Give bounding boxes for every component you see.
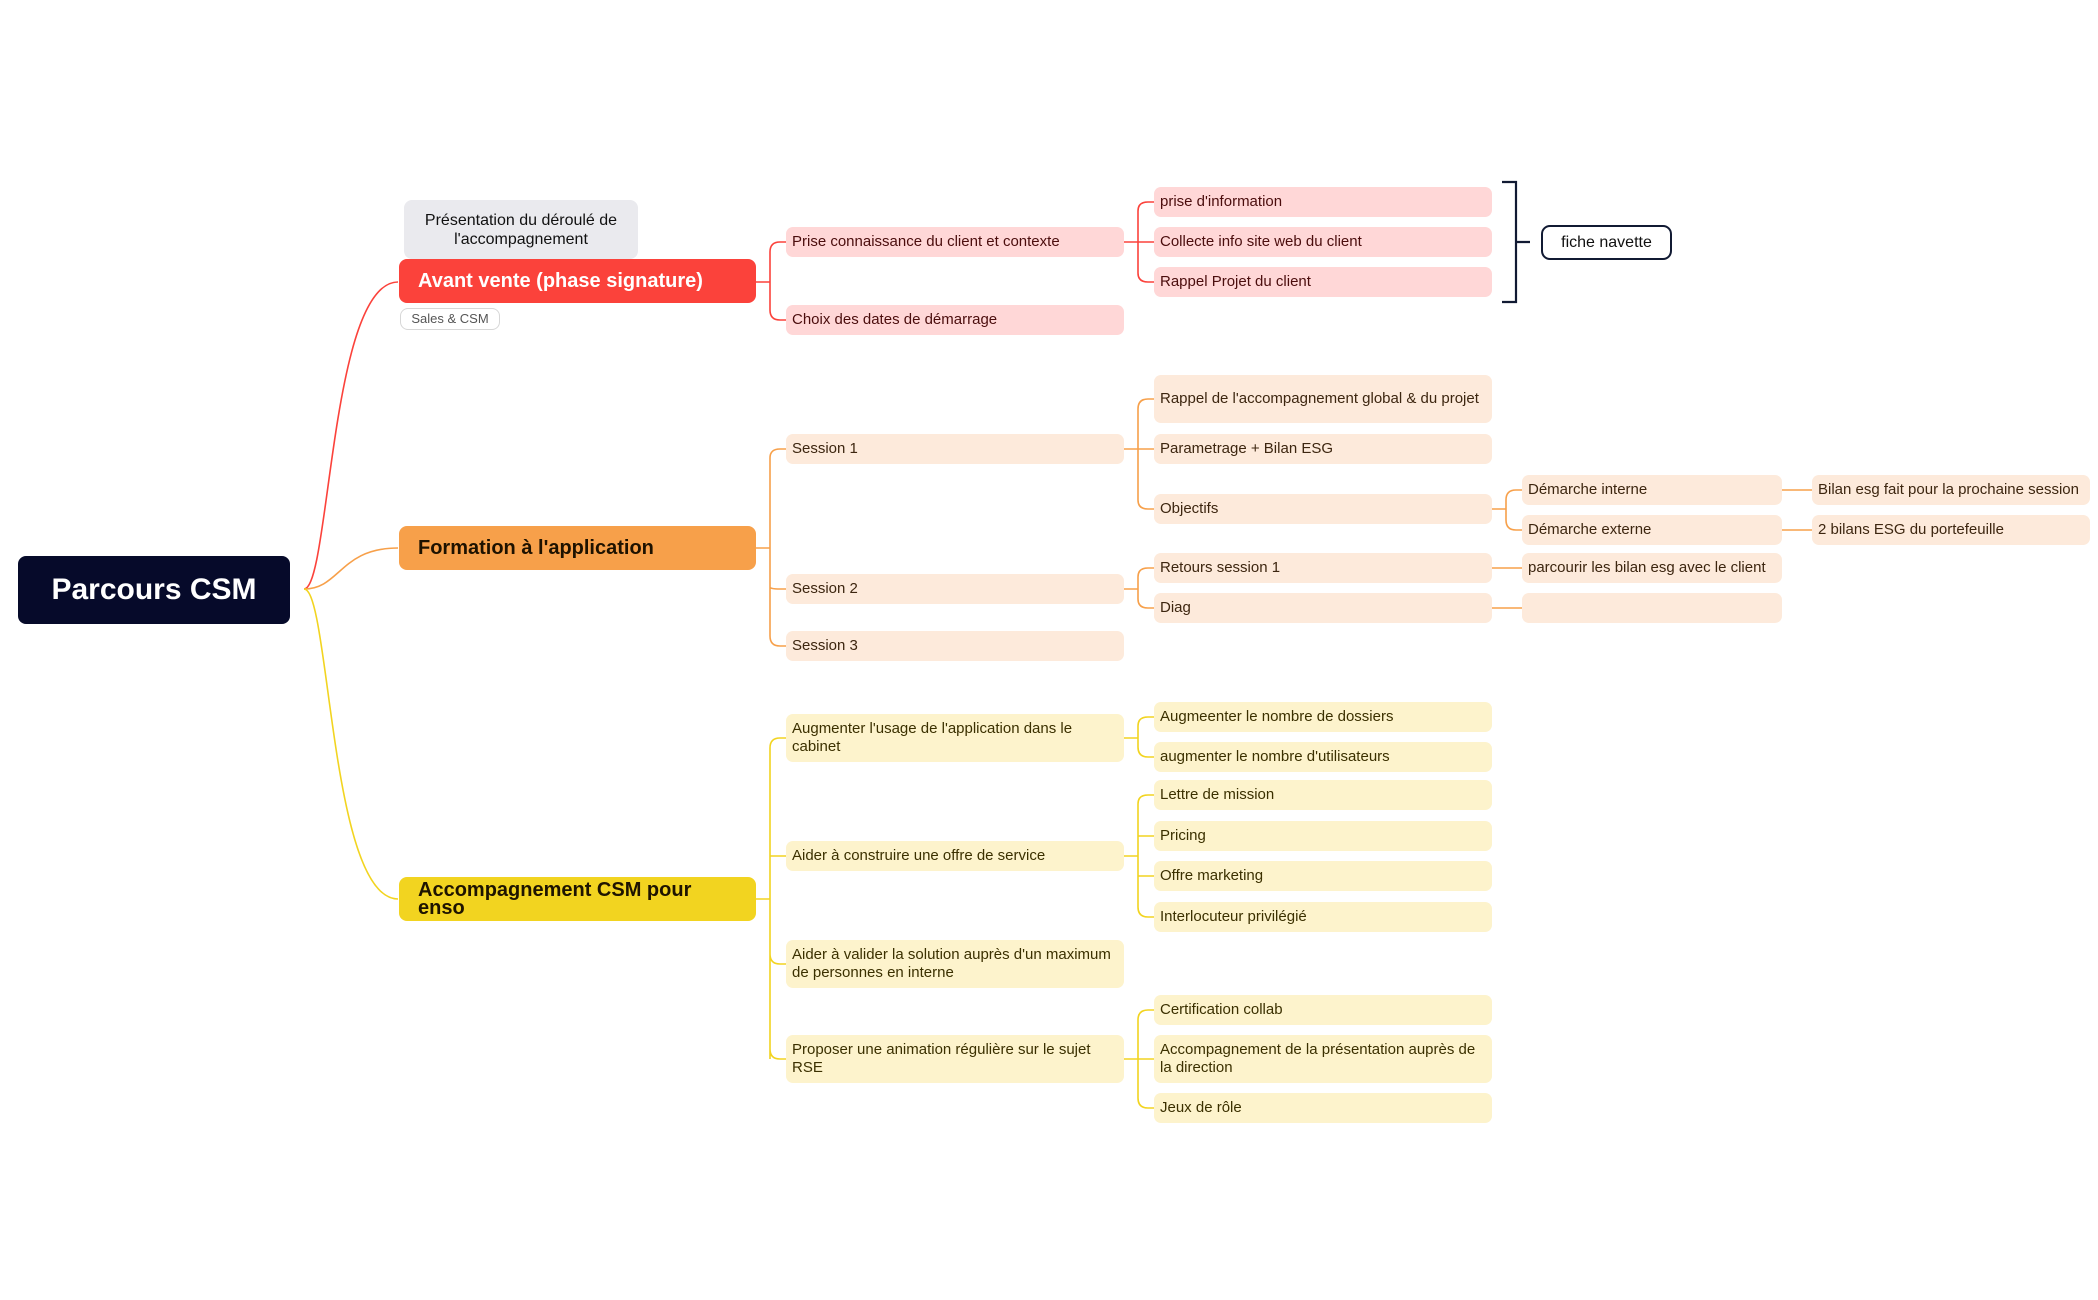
link-root-accompagnement	[303, 588, 399, 900]
topic-session-1[interactable]: Session 1	[786, 434, 1124, 464]
link-avant-vente-trunk	[756, 241, 786, 321]
link-objectifs-trunk	[1492, 489, 1522, 531]
subtopic-objectifs[interactable]: Objectifs	[1154, 494, 1492, 524]
subtopic-prise-information[interactable]: prise d'information	[1154, 187, 1492, 217]
detail-diag-empty[interactable]	[1522, 593, 1782, 623]
subtopic-demarche-externe[interactable]: Démarche externe	[1522, 515, 1782, 545]
link-formation-trunk	[756, 448, 786, 647]
branch-accompagnement[interactable]: Accompagnement CSM pour enso	[399, 877, 756, 921]
topic-prise-connaissance[interactable]: Prise connaissance du client et contexte	[786, 227, 1124, 257]
link-proposer-trunk	[1124, 1009, 1154, 1109]
topic-aider-valider-solution[interactable]: Aider à valider la solution auprès d'un …	[786, 940, 1124, 988]
subtopic-jeux-de-role[interactable]: Jeux de rôle	[1154, 1093, 1492, 1123]
topic-session-3[interactable]: Session 3	[786, 631, 1124, 661]
link-root-avant-vente	[303, 281, 399, 590]
summary-fiche-navette[interactable]: fiche navette	[1541, 225, 1672, 260]
subtopic-offre-marketing[interactable]: Offre marketing	[1154, 861, 1492, 891]
subtopic-retours-session-1[interactable]: Retours session 1	[1154, 553, 1492, 583]
root-node-parcours-csm[interactable]: Parcours CSM	[18, 556, 290, 624]
link-prise-trunk	[1124, 201, 1154, 283]
topic-session-2[interactable]: Session 2	[786, 574, 1124, 604]
detail-2-bilans-esg[interactable]: 2 bilans ESG du portefeuille	[1812, 515, 2090, 545]
subtopic-rappel-projet[interactable]: Rappel Projet du client	[1154, 267, 1492, 297]
note-presentation-deroule: Présentation du déroulé de l'accompagnem…	[404, 200, 638, 259]
subtopic-pricing[interactable]: Pricing	[1154, 821, 1492, 851]
subtopic-collecte-info[interactable]: Collecte info site web du client	[1154, 227, 1492, 257]
topic-augmenter-usage[interactable]: Augmenter l'usage de l'application dans …	[786, 714, 1124, 762]
detail-parcourir-bilan[interactable]: parcourir les bilan esg avec le client	[1522, 553, 1782, 583]
summary-bracket	[1502, 180, 1530, 304]
subtopic-augmenter-utilisateurs[interactable]: augmenter le nombre d'utilisateurs	[1154, 742, 1492, 772]
tag-sales-csm: Sales & CSM	[400, 308, 500, 330]
topic-aider-offre-service[interactable]: Aider à construire une offre de service	[786, 841, 1124, 871]
branch-avant-vente[interactable]: Avant vente (phase signature)	[399, 259, 756, 303]
link-augmenter-trunk	[1124, 716, 1154, 758]
branch-formation[interactable]: Formation à l'application	[399, 526, 756, 570]
topic-proposer-animation[interactable]: Proposer une animation régulière sur le …	[786, 1035, 1124, 1083]
link-session1-trunk	[1124, 398, 1154, 510]
subtopic-lettre-mission[interactable]: Lettre de mission	[1154, 780, 1492, 810]
subtopic-augmenter-dossiers[interactable]: Augmeenter le nombre de dossiers	[1154, 702, 1492, 732]
subtopic-accompagnement-presentation[interactable]: Accompagnement de la présentation auprès…	[1154, 1035, 1492, 1083]
subtopic-parametrage-bilan[interactable]: Parametrage + Bilan ESG	[1154, 434, 1492, 464]
link-root-formation	[303, 547, 399, 590]
topic-choix-dates[interactable]: Choix des dates de démarrage	[786, 305, 1124, 335]
link-session2-trunk	[1124, 567, 1154, 609]
subtopic-interlocuteur-privilegie[interactable]: Interlocuteur privilégié	[1154, 902, 1492, 932]
subtopic-diag[interactable]: Diag	[1154, 593, 1492, 623]
subtopic-rappel-accompagnement[interactable]: Rappel de l'accompagnement global & du p…	[1154, 375, 1492, 423]
link-accompagnement-trunk	[756, 737, 786, 1060]
detail-bilan-esg-prochaine[interactable]: Bilan esg fait pour la prochaine session	[1812, 475, 2090, 505]
link-aider-offre-trunk	[1124, 794, 1154, 918]
subtopic-certification-collab[interactable]: Certification collab	[1154, 995, 1492, 1025]
subtopic-demarche-interne[interactable]: Démarche interne	[1522, 475, 1782, 505]
